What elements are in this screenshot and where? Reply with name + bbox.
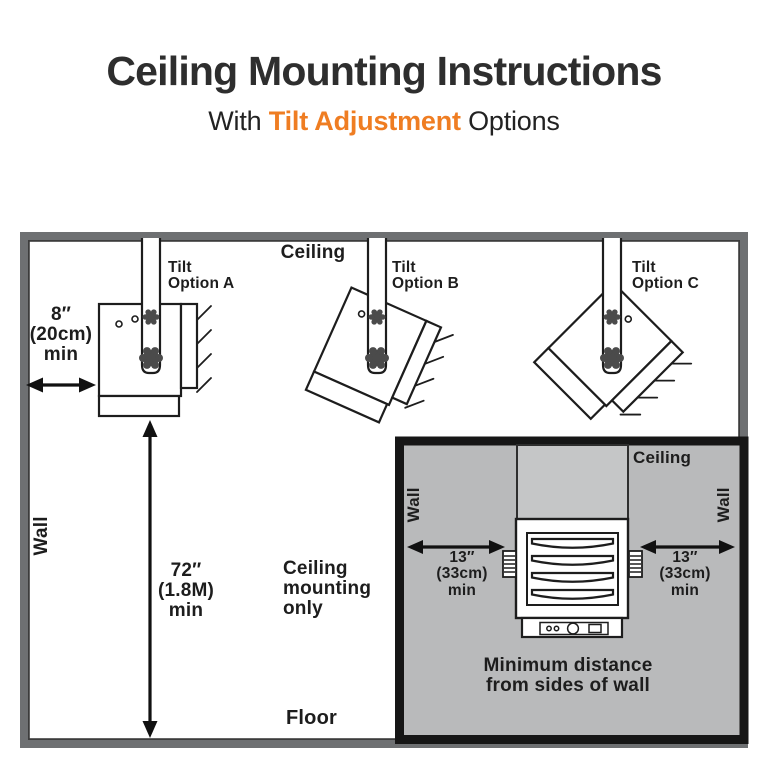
- side-knob-left: [502, 550, 517, 578]
- indicator-dot: [553, 625, 560, 632]
- tilt-option-a-label: Tilt Option A: [168, 259, 235, 293]
- left-clearance-arrow: [407, 540, 505, 554]
- inset-ceiling-label: Ceiling: [633, 448, 692, 467]
- power-switch: [588, 623, 602, 634]
- floor-clearance-arrow: [142, 420, 158, 738]
- ceiling-bracket-plate: [516, 444, 629, 521]
- wall-clearance-arrow: [26, 377, 96, 393]
- mounting-bracket-bar: [366, 238, 388, 375]
- inset-wall-label-left: Wall: [404, 487, 424, 523]
- heater-option-b: [304, 238, 455, 437]
- heater-option-a: [97, 238, 213, 418]
- inset-caption: Minimum distance from sides of wall: [483, 655, 653, 696]
- heater-option-c: [533, 238, 694, 443]
- page-title: Ceiling Mounting Instructions: [106, 48, 662, 94]
- wall-label-left: Wall: [31, 516, 53, 556]
- inset-diagram: [395, 436, 749, 744]
- control-panel: [520, 616, 624, 639]
- thermostat-knob: [566, 622, 580, 635]
- louver: [530, 537, 615, 549]
- mounting-bracket-bar: [601, 238, 623, 375]
- subtitle-suffix: Options: [460, 106, 560, 136]
- floor-label: Floor: [286, 707, 337, 729]
- louver: [530, 571, 615, 583]
- tilt-option-c-label: Tilt Option C: [632, 259, 700, 293]
- subtitle-highlight: Tilt Adjustment: [268, 106, 461, 136]
- louver: [530, 554, 615, 566]
- indicator-dot: [546, 625, 552, 632]
- ceiling-mounting-note: Ceiling mounting only: [283, 558, 372, 619]
- inset-left-clearance-label: 13″ (33cm) min: [436, 549, 488, 599]
- inset-right-clearance-label: 13″ (33cm) min: [659, 549, 711, 599]
- floor-clearance-label: 72″ (1.8M) min: [157, 560, 215, 621]
- inset-wall-label-right: Wall: [714, 487, 734, 523]
- side-knob-right: [628, 550, 643, 578]
- right-clearance-arrow: [640, 540, 735, 554]
- heater-front-view: [502, 517, 643, 639]
- tilt-option-b-label: Tilt Option B: [392, 259, 460, 293]
- mounting-bracket-bar: [140, 238, 162, 375]
- wall-clearance-label: 8″ (20cm) min: [29, 304, 93, 365]
- subtitle-prefix: With: [208, 106, 269, 136]
- page-subtitle: With Tilt Adjustment Options: [0, 106, 768, 137]
- louver: [530, 588, 615, 600]
- ceiling-label: Ceiling: [280, 242, 346, 263]
